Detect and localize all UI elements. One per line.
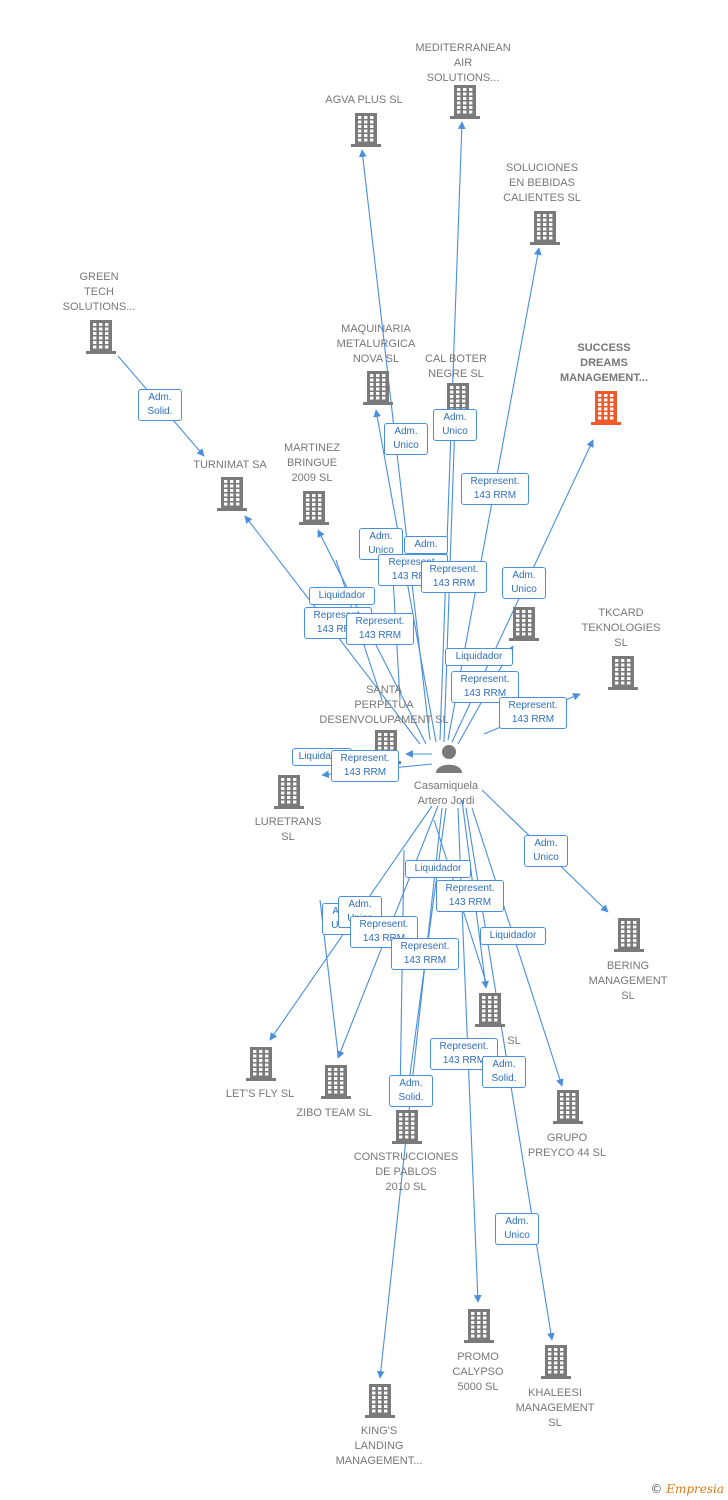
relation-label-r6[interactable]: Adm. [404,536,448,554]
relation-label-r19[interactable]: Liquidador [405,860,471,878]
company-label-martinez[interactable]: MARTINEZ BRINGUE 2009 SL [283,442,341,484]
company-label-maquinaria[interactable]: MAQUINARIA METALURGICA NOVA SL [336,323,416,365]
edge-extra-4 [399,849,405,1101]
relation-label-r18[interactable]: Adm. Unico [524,835,568,867]
company-building-icon-le[interactable] [509,607,539,641]
relation-label-r1[interactable]: Adm. Solid. [138,389,182,421]
relation-label-r20[interactable]: Represent. 143 RRM [436,880,504,912]
relation-label-r17[interactable]: Represent. 143 RRM [331,750,399,782]
company-label-santa[interactable]: SANTA PERPETUA DESENVOLUPAMENT SL [319,684,449,726]
relation-label-r15[interactable]: Represent. 143 RRM [499,697,567,729]
company-building-icon-zibo[interactable] [321,1065,351,1099]
company-label-mediterranean[interactable]: MEDITERRANEAN AIR SOLUTIONS... [415,42,511,84]
relation-label-r27[interactable]: Adm. Solid. [389,1075,433,1107]
company-label-turnimat[interactable]: TURNIMAT SA [193,459,267,471]
company-building-icon-martinez[interactable] [299,491,329,525]
company-label-agva[interactable]: AGVA PLUS SL [325,94,403,106]
company-label-zibo[interactable]: ZIBO TEAM SL [296,1107,372,1119]
company-label-construcciones[interactable]: CONSTRUCCIONES DE PABLOS 2010 SL [353,1151,459,1193]
company-label-soluciones[interactable]: SOLUCIONES EN BEBIDAS CALIENTES SL [503,162,581,204]
company-label-luretrans[interactable]: LURETRANS SL [254,816,322,843]
relation-label-r29[interactable]: Adm. Unico [495,1213,539,1245]
relation-label-r28[interactable]: Adm. Solid. [482,1056,526,1088]
relation-label-r24[interactable]: Represent. 143 RRM [391,938,459,970]
edge-to-grupo [471,807,564,1087]
relation-label-r13[interactable]: Liquidador [445,648,513,666]
company-label-khaleesi[interactable]: KHALEESI MANAGEMENT SL [515,1387,595,1429]
center-person-label[interactable]: Casamiquela Artero Jordi [413,780,479,807]
company-building-icon-promo[interactable] [464,1309,494,1343]
relation-label-r25[interactable]: Liquidador [480,927,546,945]
company-building-icon-letsfly[interactable] [246,1047,276,1081]
relation-label-r12[interactable]: Represent. 143 RRM [346,613,414,645]
company-building-icon-mid[interactable] [475,993,505,1027]
relation-label-r9[interactable]: Adm. Unico [502,567,546,599]
company-label-grupo[interactable]: GRUPO PREYCO 44 SL [527,1132,607,1159]
company-label-kings[interactable]: KING'S LANDING MANAGEMENT... [335,1425,423,1467]
relation-label-r2[interactable]: Adm. Unico [384,423,428,455]
company-building-icon-agva[interactable] [351,113,381,147]
relation-label-r10[interactable]: Liquidador [309,587,375,605]
brand-name[interactable]: Empresia [666,1482,724,1496]
company-building-icon-construcciones[interactable] [392,1110,422,1144]
company-label-calboter[interactable]: CAL BOTER NEGRE SL [425,353,487,380]
company-label-bering[interactable]: BERING MANAGEMENT SL [588,960,668,1002]
company-building-icon-grupo[interactable] [553,1090,583,1124]
company-building-icon-tkcard[interactable] [608,656,638,690]
company-label-promo[interactable]: PROMO CALYPSO 5000 SL [452,1351,504,1393]
company-label-success[interactable]: SUCCESS DREAMS MANAGEMENT... [560,342,648,384]
company-building-icon-success[interactable] [591,391,621,425]
company-building-icon-khaleesi[interactable] [541,1345,571,1379]
copyright-symbol: © [650,1482,663,1496]
company-label-letsfly[interactable]: LET'S FLY SL [225,1088,295,1100]
footer-brand: © Empresia [650,1482,724,1496]
company-building-icon-soluciones[interactable] [530,211,560,245]
company-label-tkcard[interactable]: TKCARD TEKNOLOGIES SL [581,607,661,649]
company-building-icon-mediterranean[interactable] [450,85,480,119]
company-label-green[interactable]: GREEN TECH SOLUTIONS... [62,271,136,313]
company-building-icon-bering[interactable] [614,918,644,952]
company-building-icon-kings[interactable] [365,1384,395,1418]
relation-label-r3[interactable]: Adm. Unico [433,409,477,441]
relation-label-r4[interactable]: Represent. 143 RRM [461,473,529,505]
company-label-mid[interactable]: SL [507,1035,521,1047]
company-building-icon-green[interactable] [86,320,116,354]
relation-label-r8[interactable]: Represent. 143 RRM [421,561,487,593]
company-building-icon-luretrans[interactable] [274,775,304,809]
company-building-icon-turnimat[interactable] [217,477,247,511]
person-icon[interactable] [433,742,465,774]
company-building-icon-maquinaria[interactable] [363,371,393,405]
